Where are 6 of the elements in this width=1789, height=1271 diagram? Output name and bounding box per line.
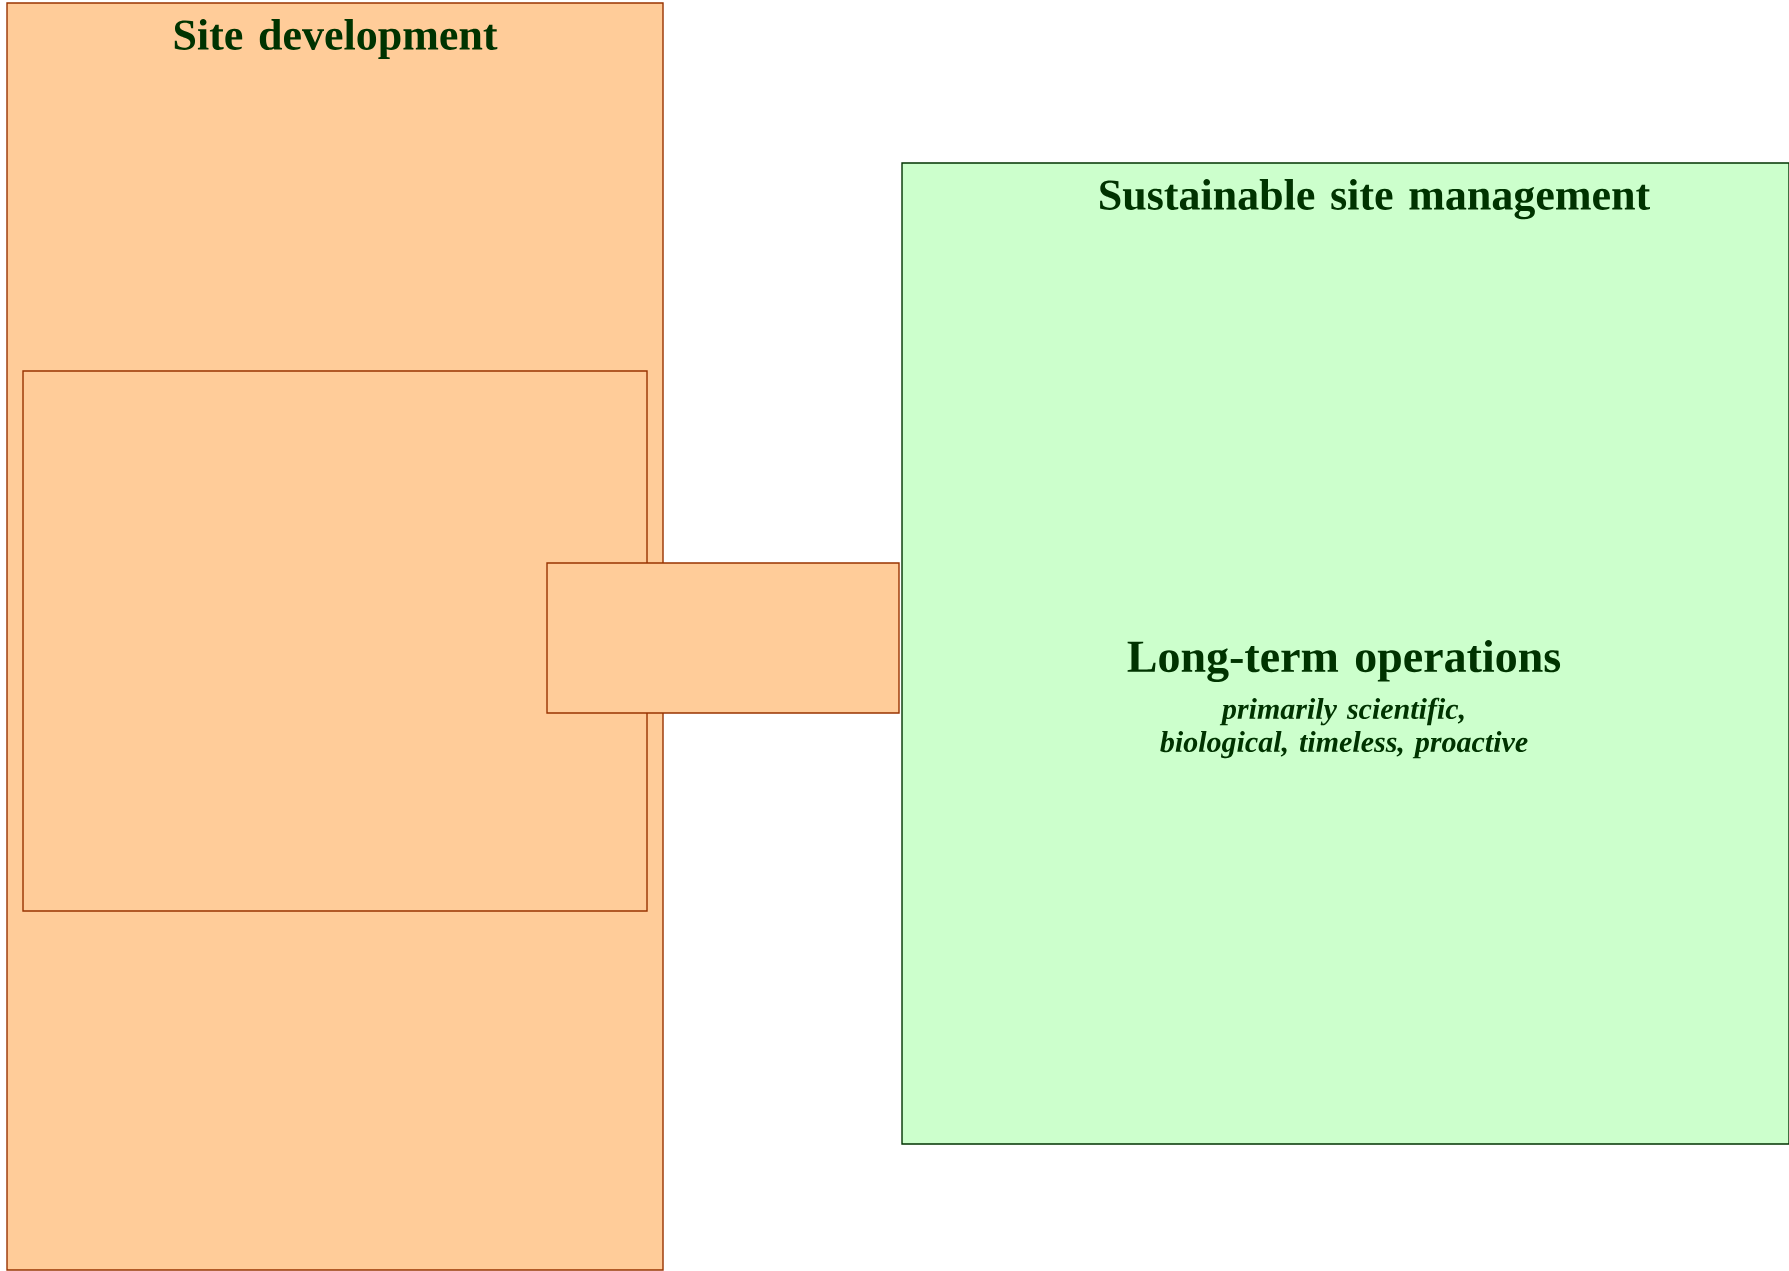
section-heading: Long-term operations <box>1127 639 1561 682</box>
inner-box <box>22 370 648 912</box>
panel-heading: Sustainable site management <box>1100 179 1650 220</box>
panel-heading: Site development <box>174 19 498 59</box>
description-text: primarily scientific, biological, timeless, proactive <box>1160 697 1528 759</box>
empty-box <box>546 562 900 714</box>
